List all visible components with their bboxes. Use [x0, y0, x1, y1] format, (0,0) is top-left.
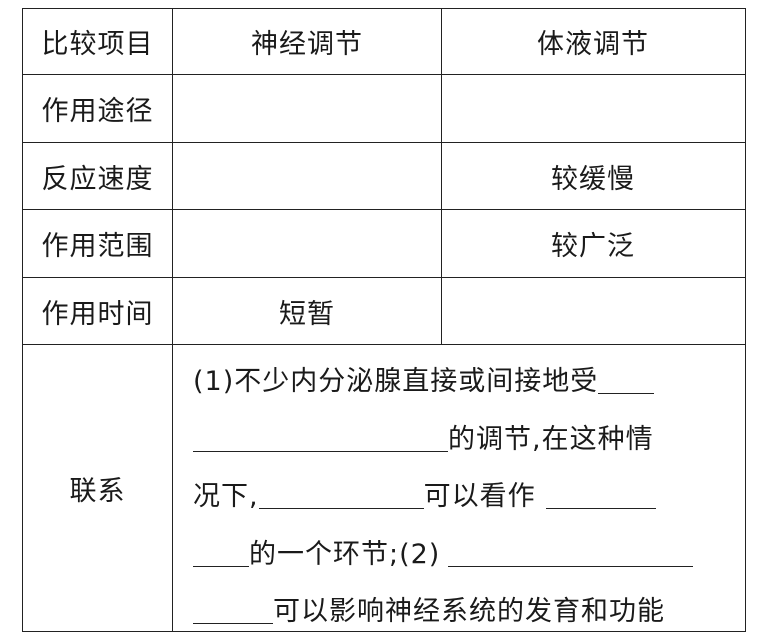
- fill-blank[interactable]: [545, 472, 656, 509]
- relation-text: 况下,: [193, 481, 259, 512]
- relation-line-2: 的调节,在这种情: [193, 411, 731, 469]
- fill-blank[interactable]: [193, 530, 249, 567]
- relation-line-3: 况下, 可以看作: [193, 468, 731, 526]
- relation-content: (1)不少内分泌腺直接或间接地受 的调节,在这种情 况下, 可以看作 的一个环节;…: [173, 345, 745, 631]
- fill-blank[interactable]: [193, 415, 448, 452]
- header-humoral-regulation: 体液调节: [537, 29, 649, 60]
- neural-cell: [173, 210, 442, 277]
- header-neural-regulation: 神经调节: [173, 9, 442, 74]
- table-header-row: 比较项目 神经调节 体液调节: [23, 9, 745, 75]
- fill-blank[interactable]: [448, 530, 694, 567]
- relation-text: 可以看作: [423, 481, 536, 512]
- neural-cell: [173, 143, 442, 209]
- relation-text: 的一个环节;(2): [249, 538, 441, 570]
- relation-line-5: 可以影响神经系统的发育和功能: [193, 583, 731, 641]
- relation-text: 可以影响神经系统的发育和功能: [273, 596, 665, 627]
- fill-blank[interactable]: [193, 587, 273, 624]
- relation-label: 联系: [23, 345, 173, 631]
- row-label: 作用时间: [23, 278, 173, 344]
- humoral-cell: [442, 75, 744, 142]
- comparison-table: 比较项目 神经调节 体液调节 作用途径 反应速度 较缓慢 作用范围 较广泛 作用…: [22, 8, 746, 632]
- relation-text: 的调节,在这种情: [448, 423, 654, 455]
- relation-row: 联系 (1)不少内分泌腺直接或间接地受 的调节,在这种情 况下, 可以看作 的一个…: [23, 345, 745, 631]
- row-label: 反应速度: [23, 143, 173, 209]
- fill-blank[interactable]: [598, 357, 655, 394]
- table-row: 作用途径: [23, 75, 745, 143]
- neural-cell: 短暂: [173, 278, 442, 344]
- header-item: 比较项目: [23, 9, 173, 74]
- humoral-cell: 较缓慢: [551, 163, 635, 195]
- humoral-cell: 较广泛: [551, 231, 635, 262]
- row-label: 作用途径: [23, 75, 173, 142]
- relation-text: (1)不少内分泌腺直接或间接地受: [193, 366, 599, 397]
- table-row: 作用范围 较广泛: [23, 210, 745, 278]
- humoral-cell: [442, 278, 744, 344]
- neural-cell: [173, 75, 442, 142]
- row-label: 作用范围: [23, 210, 173, 277]
- relation-line-1: (1)不少内分泌腺直接或间接地受: [193, 353, 731, 411]
- fill-blank[interactable]: [258, 472, 424, 509]
- relation-line-4: 的一个环节;(2): [193, 526, 731, 584]
- table-row: 作用时间 短暂: [23, 278, 745, 345]
- table-row: 反应速度 较缓慢: [23, 143, 745, 210]
